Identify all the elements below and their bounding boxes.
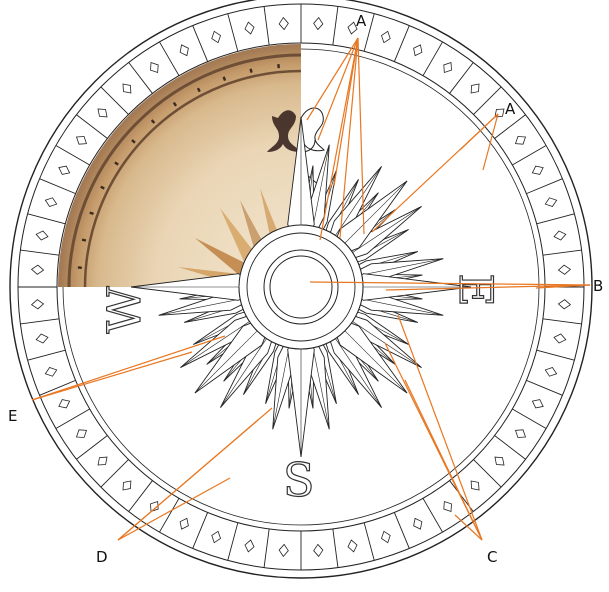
callout-label-e: E — [8, 407, 17, 425]
ring-diamond — [98, 109, 107, 117]
ring-diamond — [123, 481, 131, 490]
center-hub — [239, 225, 363, 349]
ring-diamond — [471, 481, 479, 490]
ring-diamond — [123, 84, 131, 93]
wood-tick — [82, 240, 86, 241]
callout-label-c: C — [487, 548, 497, 566]
wood-tick — [198, 88, 200, 92]
wood-tick — [251, 69, 252, 73]
ring-diamond — [471, 84, 479, 93]
cardinal-east: E — [449, 273, 503, 307]
wood-tick — [101, 187, 105, 189]
ring-diamond — [98, 457, 107, 465]
cardinal-south: S — [283, 453, 315, 507]
wood-tick — [90, 213, 94, 214]
callout-label-d: D — [96, 548, 108, 566]
callout-label-a-top: A — [356, 12, 367, 30]
cardinal-west: W — [97, 286, 151, 334]
wood-tick — [224, 77, 225, 81]
callout-label-a-right: A — [505, 100, 516, 118]
ring-diamond — [495, 457, 504, 465]
callout-label-b: B — [593, 277, 603, 295]
